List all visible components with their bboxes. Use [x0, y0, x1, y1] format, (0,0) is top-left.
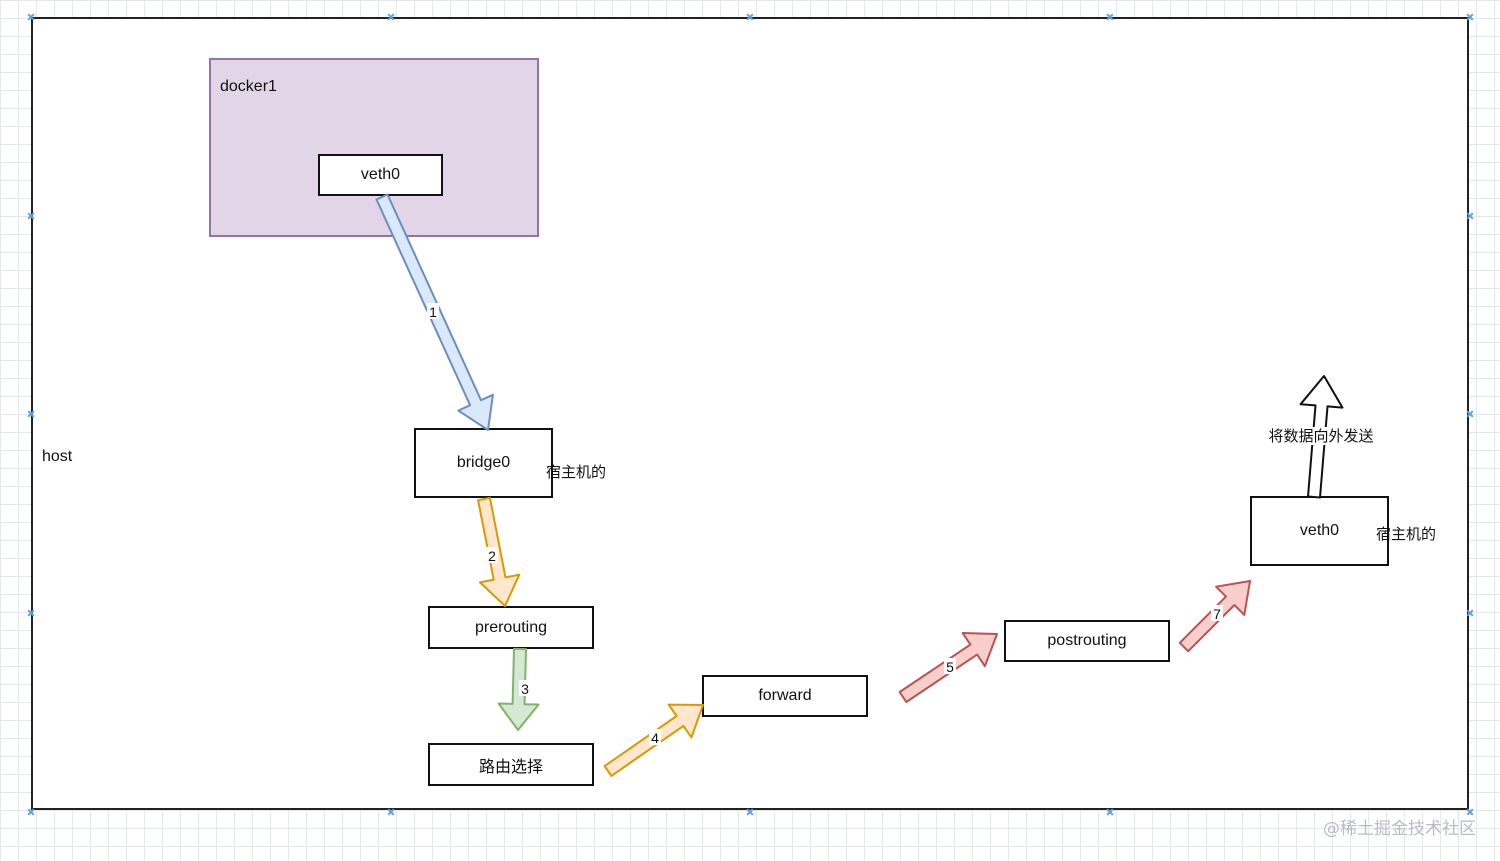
arrow-step-label: 7	[1213, 606, 1221, 622]
selection-handle[interactable]	[1106, 808, 1114, 816]
selection-handle[interactable]	[1466, 410, 1474, 418]
selection-handle[interactable]	[1466, 212, 1474, 220]
selection-handle[interactable]	[1466, 609, 1474, 617]
selection-handle[interactable]	[27, 808, 35, 816]
docker1-label: docker1	[220, 78, 277, 95]
routing-decision-node[interactable]: 路由选择	[428, 743, 594, 786]
arrow-step-label: 3	[521, 681, 529, 697]
send-out-label-bg	[1266, 427, 1376, 445]
selection-handle[interactable]	[27, 212, 35, 220]
forward-node[interactable]: forward	[702, 675, 868, 717]
selection-handle[interactable]	[27, 13, 35, 21]
arrow-label-bg	[427, 303, 439, 319]
bridge0-node[interactable]: bridge0	[414, 428, 553, 498]
selection-handle[interactable]	[27, 609, 35, 617]
host-veth0-node[interactable]: veth0	[1250, 496, 1389, 566]
arrow-label-bg	[486, 547, 498, 563]
selection-handle[interactable]	[746, 13, 754, 21]
prerouting-node[interactable]: prerouting	[428, 606, 594, 649]
selection-handle[interactable]	[746, 808, 754, 816]
selection-handle[interactable]	[1466, 13, 1474, 21]
arrow-step-3[interactable]	[497, 647, 540, 731]
arrow-label-bg	[649, 729, 661, 745]
watermark: @稀土掘金技术社区	[1323, 819, 1476, 839]
veth-host-annotation: 宿主机的	[1376, 525, 1437, 543]
arrow-step-label: 5	[946, 659, 954, 675]
arrow-label-bg	[519, 680, 531, 696]
arrow-step-2[interactable]	[477, 496, 521, 607]
arrow-step-label: 1	[429, 304, 437, 320]
bridge-host-annotation: 宿主机的	[546, 463, 607, 481]
selection-handle[interactable]	[387, 808, 395, 816]
arrow-label-bg	[944, 658, 956, 674]
send-out-annotation: 将数据向外发送	[1268, 427, 1373, 445]
arrow-step-label: 2	[488, 548, 496, 564]
host-label: host	[42, 448, 73, 465]
selection-handle[interactable]	[1106, 13, 1114, 21]
container-veth0-node[interactable]: veth0	[318, 154, 443, 196]
selection-handle[interactable]	[387, 13, 395, 21]
arrow-step-label: 4	[651, 730, 659, 746]
postrouting-node[interactable]: postrouting	[1004, 620, 1170, 662]
docker1-container[interactable]	[209, 58, 539, 237]
arrow-label-bg	[1211, 605, 1223, 621]
selection-handle[interactable]	[27, 410, 35, 418]
